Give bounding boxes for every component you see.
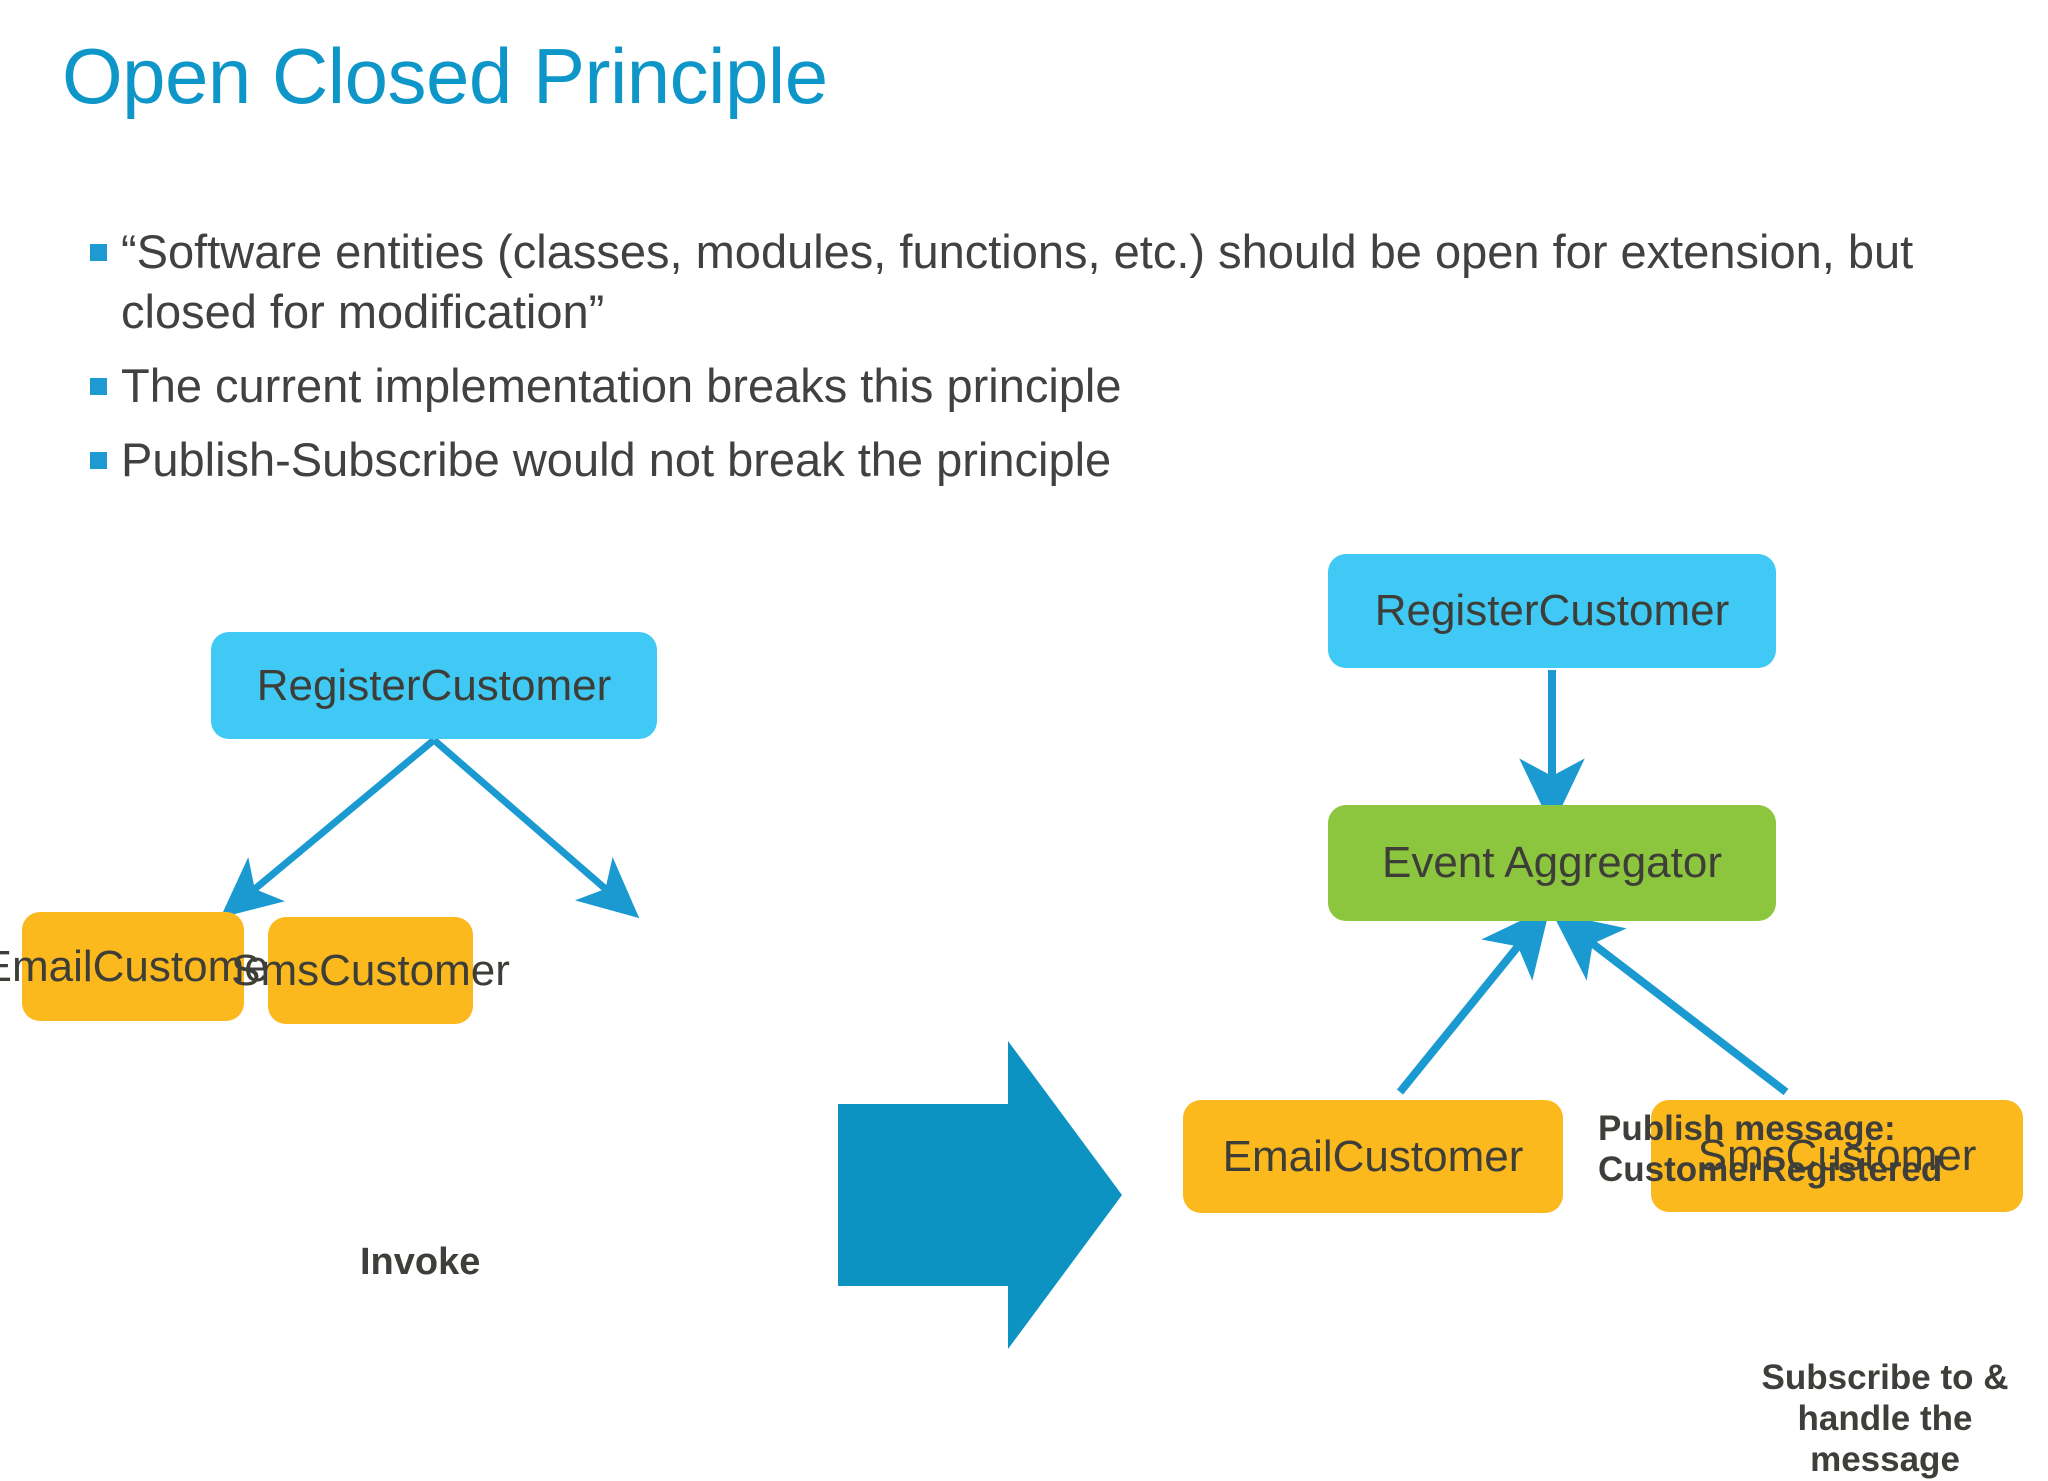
bullet-text: The current implementation breaks this p… <box>121 359 1122 413</box>
edge-label-invoke: Invoke <box>360 1241 481 1283</box>
right-arrow-icon <box>838 1041 1122 1349</box>
connector-email-to-aggregator <box>1396 906 1551 1095</box>
node-register-customer-before[interactable]: RegisterCustomer <box>211 632 657 739</box>
connector-register-to-email <box>220 737 437 918</box>
architecture-diagram: RegisterCustomer EmailCustomer SmsCustom… <box>0 420 2048 1479</box>
connector-sms-to-aggregator <box>1552 912 1789 1096</box>
page-title: Open Closed Principle <box>62 32 828 120</box>
bullet-item: “Software entities (classes, modules, fu… <box>90 222 1990 342</box>
subscribe-label-line-2: handle the <box>1797 1398 1973 1438</box>
subscribe-label-line-3: message <box>1810 1439 1960 1479</box>
bullet-list: “Software entities (classes, modules, fu… <box>90 222 1990 505</box>
bullet-text: “Software entities (classes, modules, fu… <box>121 225 1914 339</box>
square-bullet-icon <box>90 244 107 261</box>
node-email-customer-after[interactable]: EmailCustomer <box>1183 1100 1563 1213</box>
edge-label-publish-message: Publish message: CustomerRegistered <box>1598 1109 1942 1191</box>
node-email-customer-before[interactable]: EmailCustomer <box>0 912 283 1021</box>
node-sms-customer-before[interactable]: SmsCustomer <box>231 917 510 1024</box>
diagram-connectors <box>220 670 1789 1349</box>
connector-register-to-sms <box>431 737 640 919</box>
square-bullet-icon <box>90 452 107 470</box>
edge-label-subscribe-handle: Subscribe to & handle the message <box>1740 1358 2030 1481</box>
bullet-item: The current implementation breaks this p… <box>90 356 1990 416</box>
publish-label-line-1: Publish message: <box>1598 1109 1896 1148</box>
bullet-text: Publish-Subscribe would not break the pr… <box>121 433 1112 487</box>
publish-label-line-2: CustomerRegistered <box>1598 1149 1943 1189</box>
subscribe-label-line-1: Subscribe to & <box>1761 1358 2009 1397</box>
node-event-aggregator[interactable]: Event Aggregator <box>1328 805 1776 921</box>
bullet-item: Publish-Subscribe would not break the pr… <box>90 430 1990 490</box>
square-bullet-icon <box>90 378 107 396</box>
node-sms-customer-after[interactable]: SmsCustomer <box>1651 1100 2023 1212</box>
node-register-customer-after[interactable]: RegisterCustomer <box>1328 554 1776 668</box>
